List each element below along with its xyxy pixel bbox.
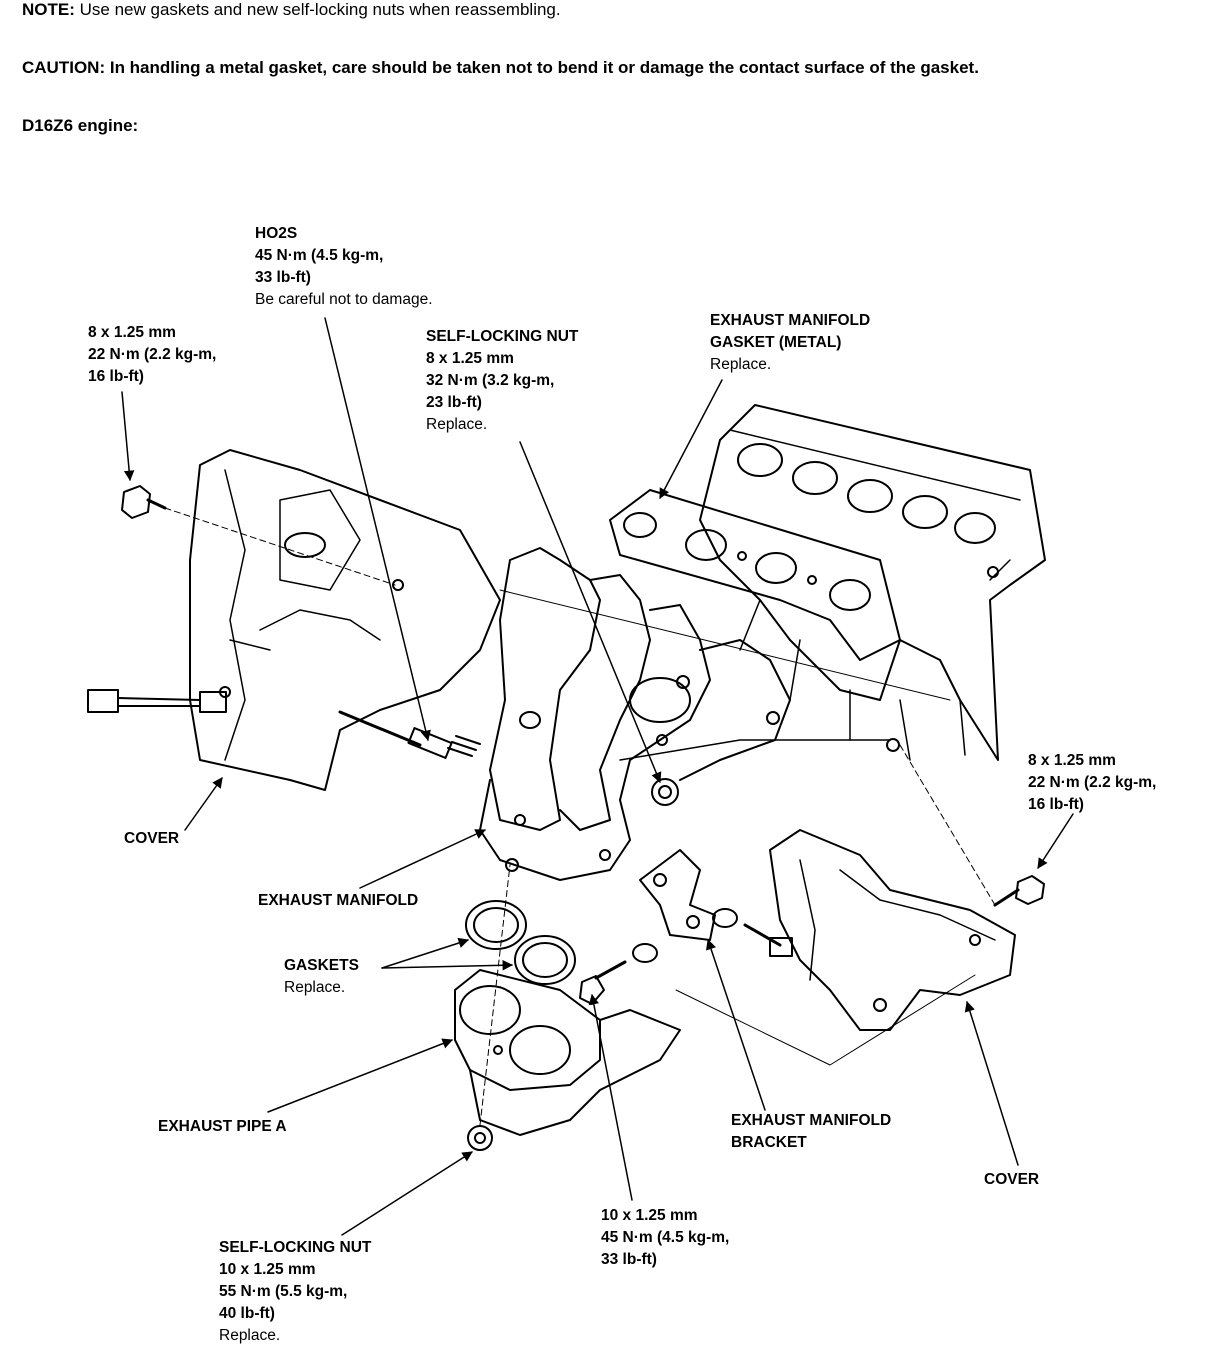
callout-manifold-gasket: EXHAUST MANIFOLD GASKET (METAL) Replace.	[710, 310, 870, 376]
callout-bolt-right: 8 x 1.25 mm 22 N·m (2.2 kg-m, 16 lb-ft)	[1028, 750, 1156, 816]
leader-nut-top	[519, 441, 662, 783]
leader-cover-right	[964, 1000, 1019, 1166]
leader-nut-bottom	[341, 1151, 473, 1236]
leader-manifold	[359, 829, 486, 889]
nut-bottom-torque: 55 N·m (5.5 kg-m,	[219, 1283, 348, 1300]
right-heat-cover	[675, 829, 1016, 1066]
caution-text: In handling a metal gasket, care should …	[109, 58, 979, 77]
gasket-title: EXHAUST MANIFOLD	[710, 312, 871, 329]
nut-top-title: SELF-LOCKING NUT	[426, 328, 579, 345]
callout-bolt-top-left: 8 x 1.25 mm 22 N·m (2.2 kg-m, 16 lb-ft)	[88, 322, 216, 388]
pipe-title: EXHAUST PIPE A	[158, 1118, 287, 1135]
leader-gasket	[659, 379, 723, 499]
bolt-right-torque: 22 N·m (2.2 kg-m,	[1028, 774, 1157, 791]
cover-left-title: COVER	[124, 830, 180, 847]
note-line: NOTE: Use new gaskets and new self-locki…	[22, 0, 561, 20]
bolt-bottom-size: 10 x 1.25 mm	[601, 1207, 698, 1224]
gaskets-title: GASKETS	[284, 957, 359, 974]
exhaust-pipe-a	[454, 969, 681, 1136]
nut-bottom-size: 10 x 1.25 mm	[219, 1261, 316, 1278]
leader-lines	[121, 317, 1074, 1236]
caution-label: CAUTION:	[22, 58, 106, 77]
nut-bottom-note: Replace.	[219, 1327, 281, 1344]
bolt-right-size: 8 x 1.25 mm	[1028, 752, 1116, 769]
gasket-title2: GASKET (METAL)	[710, 334, 842, 351]
bolt-top-left	[121, 485, 396, 586]
callout-bolt-bottom: 10 x 1.25 mm 45 N·m (4.5 kg-m, 33 lb-ft)	[601, 1205, 729, 1271]
ho2s-note: Be careful not to damage.	[255, 291, 433, 308]
leader-bolt-bottom	[588, 993, 633, 1201]
manifold-title: EXHAUST MANIFOLD	[258, 892, 419, 909]
manifold-gasket-metal	[609, 489, 901, 661]
bolt-top-left-size: 8 x 1.25 mm	[88, 324, 176, 341]
ho2s-torque2: 33 lb-ft)	[255, 269, 311, 286]
engine-label: D16Z6 engine:	[22, 116, 139, 135]
leader-gasket-2	[381, 959, 514, 971]
self-locking-nut-bottom	[467, 864, 511, 1151]
gaskets	[465, 900, 576, 985]
leader-gasket-1	[381, 937, 469, 969]
manifold-bracket	[579, 849, 793, 1005]
note-label: NOTE:	[22, 0, 75, 19]
callout-exhaust-pipe-a: EXHAUST PIPE A	[158, 1116, 287, 1138]
bolt-right-torque2: 16 lb-ft)	[1028, 796, 1084, 813]
gaskets-note: Replace.	[284, 979, 346, 996]
nut-top-note: Replace.	[426, 416, 488, 433]
callout-cover-right: COVER	[984, 1169, 1039, 1191]
callout-manifold-bracket: EXHAUST MANIFOLD BRACKET	[731, 1110, 891, 1154]
nut-bottom-torque2: 40 lb-ft)	[219, 1305, 275, 1322]
nut-top-torque2: 23 lb-ft)	[426, 394, 482, 411]
note-text: Use new gaskets and new self-locking nut…	[79, 0, 561, 19]
cylinder-head	[699, 404, 1046, 761]
bolt-bottom-torque2: 33 lb-ft)	[601, 1251, 657, 1268]
cover-right-title: COVER	[984, 1171, 1040, 1188]
callout-gaskets: GASKETS Replace.	[284, 955, 359, 999]
bolt-top-left-torque2: 16 lb-ft)	[88, 368, 144, 385]
callout-self-locking-nut-top: SELF-LOCKING NUT 8 x 1.25 mm 32 N·m (3.2…	[426, 326, 578, 436]
ho2s-title: HO2S	[255, 225, 298, 242]
nut-top-torque: 32 N·m (3.2 kg-m,	[426, 372, 555, 389]
leader-ho2s	[324, 317, 431, 742]
exhaust-manifold	[479, 547, 951, 881]
bracket-title: EXHAUST MANIFOLD	[731, 1112, 892, 1129]
leader-bolt-top-left	[121, 391, 135, 482]
gasket-note: Replace.	[710, 356, 772, 373]
leader-bolt-right	[1037, 813, 1074, 869]
ho2s-sensor	[87, 689, 481, 759]
left-heat-cover	[189, 449, 501, 791]
bracket-title2: BRACKET	[731, 1134, 807, 1151]
bolt-bottom-torque: 45 N·m (4.5 kg-m,	[601, 1229, 730, 1246]
leader-pipe	[267, 1038, 453, 1113]
self-locking-nut-top	[651, 778, 679, 806]
engine-line: D16Z6 engine:	[22, 116, 138, 136]
caution-line: CAUTION: In handling a metal gasket, car…	[22, 58, 979, 78]
callout-ho2s: HO2S 45 N·m (4.5 kg-m, 33 lb-ft) Be care…	[255, 223, 433, 311]
callout-self-locking-nut-bottom: SELF-LOCKING NUT 10 x 1.25 mm 55 N·m (5.…	[219, 1237, 371, 1347]
ho2s-torque: 45 N·m (4.5 kg-m,	[255, 247, 384, 264]
callout-cover-left: COVER	[124, 828, 179, 850]
nut-top-size: 8 x 1.25 mm	[426, 350, 514, 367]
leader-cover-left	[184, 777, 223, 831]
leader-bracket	[706, 939, 766, 1111]
bolt-top-left-torque: 22 N·m (2.2 kg-m,	[88, 346, 217, 363]
callout-exhaust-manifold: EXHAUST MANIFOLD	[258, 890, 418, 912]
bolt-right	[899, 744, 1045, 907]
nut-bottom-title: SELF-LOCKING NUT	[219, 1239, 372, 1256]
